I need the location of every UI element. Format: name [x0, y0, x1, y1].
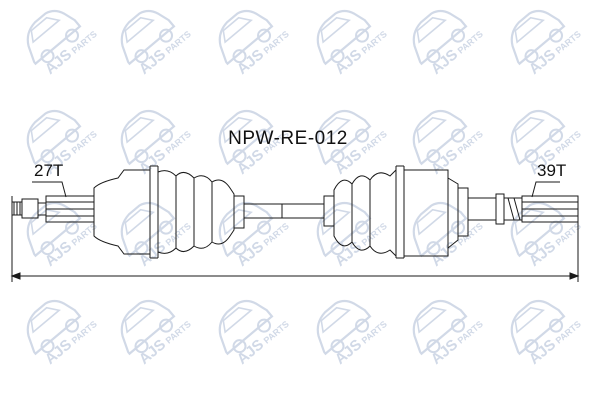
inner-cv-joint	[403, 169, 449, 257]
ajs-parts-watermark: AJSPARTS	[205, 0, 291, 78]
stub-shaft	[467, 197, 497, 221]
ajs-parts-watermark: AJSPARTS	[13, 290, 99, 368]
watermark-layer: AJSPARTSAJSPARTSAJSPARTSAJSPARTSAJSPARTS…	[13, 0, 583, 368]
part-number: NPW-RE-012	[228, 128, 348, 149]
ajs-parts-watermark: AJSPARTS	[303, 0, 389, 78]
ajs-parts-watermark: AJSPARTS	[303, 192, 389, 270]
ajs-parts-watermark: AJSPARTS	[303, 290, 389, 368]
ajs-parts-watermark: AJSPARTS	[497, 290, 583, 368]
ajs-parts-watermark: AJSPARTS	[399, 0, 485, 78]
length-dimension	[10, 196, 580, 282]
ajs-parts-watermark: AJSPARTS	[399, 290, 485, 368]
ajs-parts-watermark: AJSPARTS	[205, 192, 291, 270]
spline-leaders	[32, 181, 560, 198]
right-spline-count: 39T	[537, 161, 567, 180]
drive-shaft	[11, 165, 579, 259]
ajs-parts-watermark: AJSPARTS	[13, 192, 99, 270]
ajs-parts-watermark: AJSPARTS	[13, 0, 99, 78]
ajs-parts-watermark: AJSPARTS	[107, 0, 193, 78]
ajs-parts-watermark: AJSPARTS	[107, 192, 193, 270]
ajs-parts-watermark: AJSPARTS	[205, 290, 291, 368]
ajs-parts-watermark: AJSPARTS	[107, 290, 193, 368]
ajs-parts-watermark: AJSPARTS	[497, 0, 583, 78]
ajs-parts-watermark: AJSPARTS	[399, 192, 485, 270]
ajs-parts-watermark: AJSPARTS	[497, 192, 583, 270]
left-spline-count: 27T	[34, 161, 64, 180]
outer-boot	[157, 170, 235, 254]
